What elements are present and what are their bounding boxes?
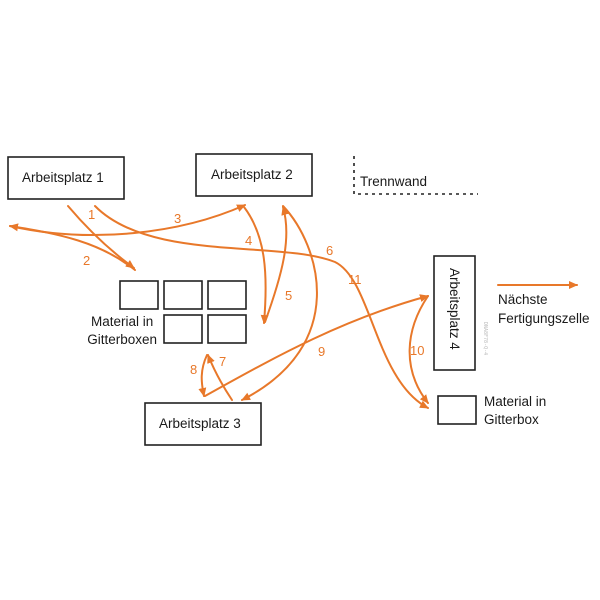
single-grid-box	[437, 395, 477, 425]
step-label: 5	[285, 288, 292, 303]
grid-box	[207, 314, 247, 344]
partition-label: Trennwand	[360, 174, 427, 189]
workstation-2: Arbeitsplatz 2	[195, 153, 313, 197]
partition-wall	[353, 156, 478, 195]
flow-path-7	[207, 354, 233, 401]
step-label: 6	[326, 243, 333, 258]
workstation-4: Arbeitsplatz 4	[433, 255, 476, 371]
step-label: 2	[83, 253, 90, 268]
grid-box	[207, 280, 247, 310]
flow-path-2	[9, 223, 136, 271]
step-label: 3	[174, 211, 181, 226]
step-label: 1	[88, 207, 95, 222]
grid-box	[163, 280, 203, 310]
flow-path-8	[198, 354, 208, 397]
next-cell-label: Nächste Fertigungszelle	[498, 292, 590, 326]
step-label: 7	[219, 354, 226, 369]
flow-paths	[9, 204, 429, 409]
workstation-3-label: Arbeitsplatz 3	[159, 416, 241, 431]
workstation-3: Arbeitsplatz 3	[144, 402, 262, 446]
workstation-2-box	[195, 153, 313, 197]
flow-path-9	[204, 294, 429, 397]
flow-path-1	[67, 205, 135, 269]
step-label: 9	[318, 344, 325, 359]
step-label: 11	[348, 272, 362, 287]
workstation-1-box	[7, 156, 125, 200]
grid-box	[119, 280, 159, 310]
material-box-label: Material in Gitterbox	[484, 394, 550, 427]
flow-path-3	[9, 204, 246, 236]
workstation-3-box	[144, 402, 262, 446]
workstation-1: Arbeitsplatz 1	[7, 156, 125, 200]
workstation-4-label: Arbeitsplatz 4	[447, 268, 462, 350]
flow-path-11	[94, 205, 429, 409]
grid-box	[163, 314, 203, 344]
material-boxes-label: Material in Gitterboxen	[87, 314, 157, 347]
workstation-2-label: Arbeitsplatz 2	[211, 167, 293, 182]
flow-path-5	[264, 206, 290, 323]
step-label: 10	[410, 343, 424, 358]
step-label: 8	[190, 362, 197, 377]
flow-path-4	[243, 206, 269, 324]
side-code: DNA8F78-Q-4	[482, 322, 488, 355]
step-labels: 1 2 3 4 5 6 7 8 9 10 11	[83, 207, 424, 377]
workstation-1-label: Arbeitsplatz 1	[22, 170, 104, 185]
workstation-4-box	[433, 255, 476, 371]
material-grid-boxes	[119, 280, 247, 344]
step-label: 4	[245, 233, 252, 248]
flow-path-6	[241, 205, 318, 401]
flow-path-10	[408, 295, 429, 404]
